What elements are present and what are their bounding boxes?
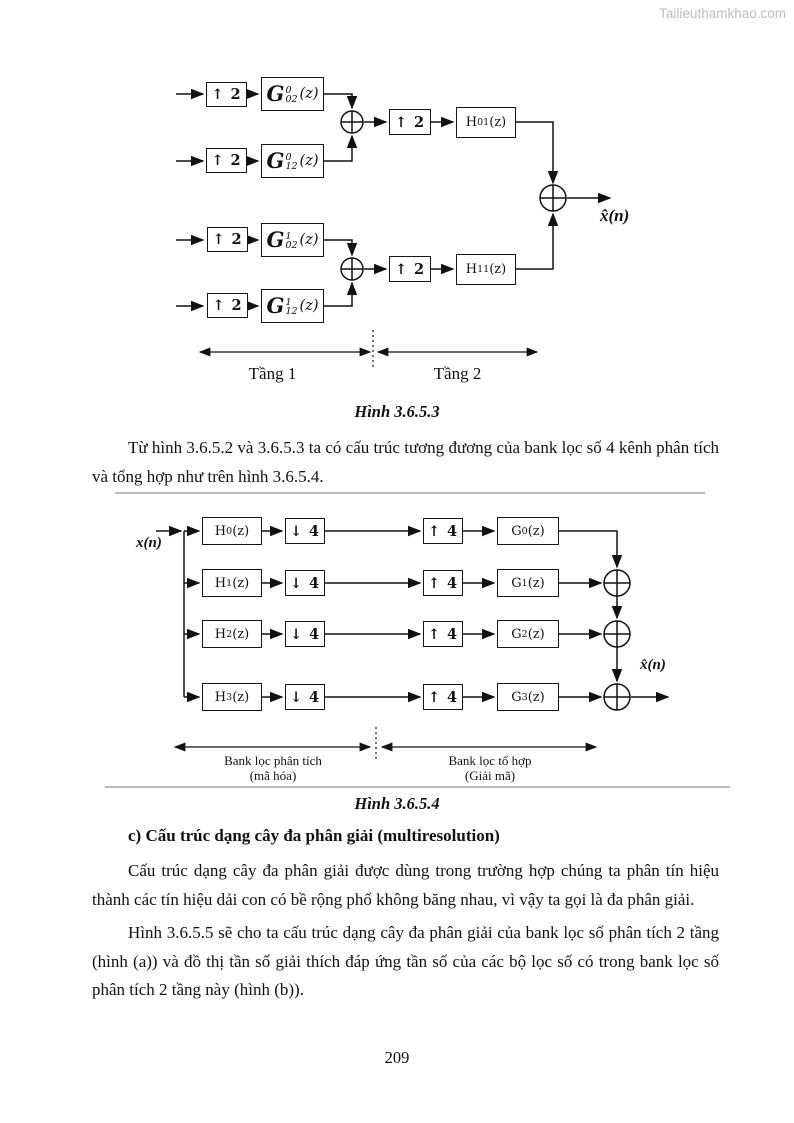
fig2-downsampler-4: ↓ 4 — [285, 684, 325, 710]
section-heading-c: c) Cấu trúc dạng cây đa phân giải (multi… — [128, 826, 500, 845]
fig2-synthesis-bank-sublabel: (Giải mã) — [464, 768, 516, 783]
adder-node — [539, 184, 567, 212]
page-number: 209 — [384, 1048, 410, 1067]
fig2-analysis-bank-label: Bank lọc phân tích — [224, 753, 322, 768]
fig2-downsampler-2: ↓ 4 — [285, 570, 325, 596]
fig2-upsampler-2: ↑ 4 — [423, 570, 463, 596]
fig2-upsampler-3: ↑ 4 — [423, 621, 463, 647]
fig2-upsampler-4: ↑ 4 — [423, 684, 463, 710]
fig2-upsampler-1: ↑ 4 — [423, 518, 463, 544]
adder-node — [340, 110, 364, 134]
fig2-synthesis-bank-label: Bank lọc tổ hợp — [448, 753, 532, 768]
separator-line-top — [115, 492, 705, 494]
fig2-downsampler-1: ↓ 4 — [285, 518, 325, 544]
adder-node — [603, 569, 631, 597]
paragraph-1: Từ hình 3.6.5.2 và 3.6.5.3 ta có cấu trú… — [92, 438, 719, 486]
fig2-caption: Hình 3.6.5.4 — [354, 794, 440, 813]
adder-node — [603, 683, 631, 711]
fig1-upsampler-stage2-top: ↑ 2 — [389, 109, 431, 135]
fig1-upsampler-4: ↑ 2 — [207, 293, 248, 318]
fig1-upsampler-2: ↑ 2 — [206, 148, 247, 173]
paragraph-3: Hình 3.6.5.5 sẽ cho ta cấu trúc dạng cây… — [92, 923, 719, 999]
fig1-stage1-label: Tầng 1 — [248, 364, 297, 383]
adder-node — [340, 257, 364, 281]
fig1-stage2-label: Tầng 2 — [433, 364, 482, 383]
fig2-downsampler-3: ↓ 4 — [285, 621, 325, 647]
fig2-input-label: x(n) — [136, 535, 162, 551]
fig1-output-label: x̂(n) — [600, 206, 630, 225]
fig1-upsampler-1: ↑ 2 — [206, 82, 247, 107]
separator-line-bottom — [105, 786, 730, 788]
watermark: Tailieuthamkhao.com — [659, 6, 786, 21]
fig1-upsampler-stage2-bottom: ↑ 2 — [389, 256, 431, 282]
fig1-upsampler-3: ↑ 2 — [207, 227, 248, 252]
fig2-connectors — [156, 525, 670, 762]
adder-node — [603, 620, 631, 648]
fig1-connectors — [176, 88, 612, 367]
fig1-caption: Hình 3.6.5.3 — [354, 402, 440, 421]
fig2-output-label: x̂(n) — [640, 657, 666, 673]
paragraph-2: Cấu trúc dạng cây đa phân giải được dùng… — [92, 861, 719, 909]
fig2-analysis-bank-sublabel: (mã hóa) — [249, 768, 297, 783]
